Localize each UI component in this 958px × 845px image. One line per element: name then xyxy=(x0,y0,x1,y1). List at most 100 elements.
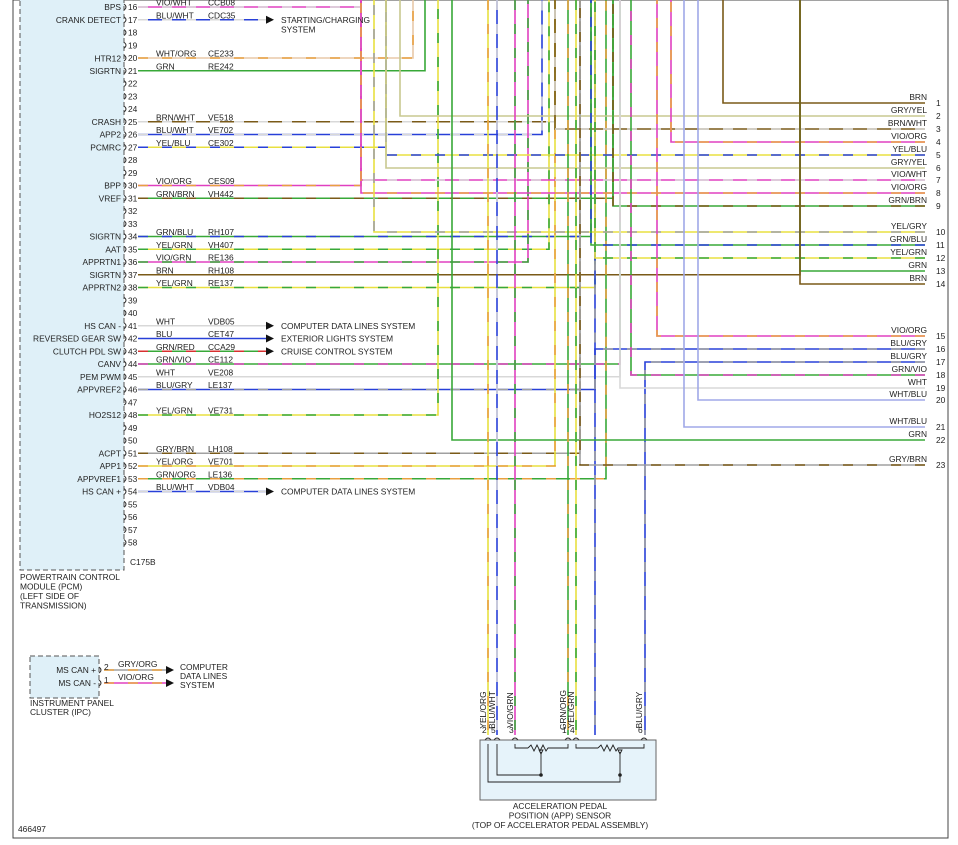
wire-color-label: BLU/WHT xyxy=(156,482,194,492)
wire-right-5 xyxy=(385,0,925,156)
app-pin-stub xyxy=(493,737,501,741)
app-wiper-2-arrow xyxy=(617,749,623,756)
pcm-pin-stub xyxy=(123,475,127,483)
pcm-pin-label: APPVREF2 xyxy=(77,385,121,395)
pcm-pin-number: 46 xyxy=(128,385,138,395)
wire-right-17 xyxy=(644,361,925,735)
pcm-pin-stub xyxy=(123,233,127,240)
wire-color-label: YEL/ORG xyxy=(156,457,193,467)
right-wire-color-label: VIO/ORG xyxy=(891,131,927,141)
pcm-pin-label: CRANK DETECT xyxy=(56,15,121,25)
wire-right-4 xyxy=(670,0,925,143)
right-pin-number: 2 xyxy=(936,111,941,121)
wire-right-7-stripe xyxy=(360,0,925,181)
wire-right-5-stripe xyxy=(385,0,925,156)
right-wire-color-label: GRN/BLU xyxy=(890,234,927,244)
wire-pcm-36 xyxy=(138,0,529,263)
page-frame xyxy=(12,0,949,839)
pcm-pin-stub xyxy=(123,284,127,291)
pcm-pin-label: PEM PWM xyxy=(80,372,121,382)
wire-pcm-51 xyxy=(138,0,581,455)
pcm-pin-label: CRASH xyxy=(92,117,121,127)
figure-id: 466497 xyxy=(18,824,46,834)
app-wire-color-label: BLU/GRY xyxy=(634,691,644,728)
circuit-id: CCB08 xyxy=(208,0,235,8)
circuit-id: VE208 xyxy=(208,367,233,377)
right-pin-number: 12 xyxy=(936,253,946,263)
wire-pcm-30-stripe xyxy=(138,0,362,187)
app-wire-color-label: YEL/GRN xyxy=(566,692,576,729)
right-wire-color-label: BRN/WHT xyxy=(888,118,927,128)
ipc-box xyxy=(29,655,100,699)
pcm-pin-number: 55 xyxy=(128,499,138,509)
pcm-pin-label: PCMRC xyxy=(90,142,121,152)
pcm-pin-number: 47 xyxy=(128,397,138,407)
arrow-43 xyxy=(266,347,274,356)
wire-right-22 xyxy=(451,0,925,441)
right-pin-number: 17 xyxy=(936,357,946,367)
pcm-pin-label: BPP xyxy=(104,181,121,191)
pcm-pin-label: APP2 xyxy=(100,130,122,140)
wire-right-17-stripe xyxy=(644,361,925,735)
ipc-pin-stub xyxy=(98,666,102,674)
circuit-id: RH108 xyxy=(208,265,234,275)
pcm-pin-label: HTR12 xyxy=(94,53,121,63)
wire-color-label: VIO/WHT xyxy=(156,0,192,8)
pcm-pin-stub xyxy=(123,54,127,62)
right-wire-color-label: WHT/BLU xyxy=(889,389,927,399)
right-pin-number: 13 xyxy=(936,266,946,276)
app-junction-dot xyxy=(539,773,543,777)
pcm-pin-stub xyxy=(123,513,127,521)
arrow-42 xyxy=(266,334,274,343)
app-wire-color-label: GRN/ORG xyxy=(558,690,568,730)
pcm-pin-label: HS CAN + xyxy=(82,487,121,497)
right-pin-number: 16 xyxy=(936,344,946,354)
pcm-pin-number: 48 xyxy=(128,410,138,420)
pcm-pin-stub xyxy=(123,258,127,266)
app-pin-stub xyxy=(572,737,580,741)
right-pin-number: 18 xyxy=(936,370,946,380)
wire-right-14 xyxy=(799,0,925,285)
wire-color-label: YEL/GRN xyxy=(156,406,193,416)
circuit-id: VH442 xyxy=(208,189,234,199)
wire-pcm-30 xyxy=(138,0,362,187)
pcm-pin-number: 27 xyxy=(128,142,138,152)
pcm-pin-stub xyxy=(123,500,127,508)
pcm-pin-label: APP1 xyxy=(100,461,122,471)
wire-color-label: BLU/WHT xyxy=(156,125,194,135)
wire-pcm-52-stripe xyxy=(138,0,556,467)
pcm-pin-label: APPRTN1 xyxy=(83,257,122,267)
wire-right-8-stripe xyxy=(360,0,925,194)
wire-pcm-26 xyxy=(138,0,543,136)
ipc-pin-stub xyxy=(98,679,102,687)
pcm-pin-label: BPS xyxy=(104,2,121,12)
circuit-id: LH108 xyxy=(208,444,233,454)
pcm-pin-stub xyxy=(123,488,127,495)
pcm-pin-stub xyxy=(123,373,127,381)
right-pin-number: 3 xyxy=(936,124,941,134)
pcm-pin-stub xyxy=(123,92,127,100)
wire-right-11 xyxy=(590,0,925,246)
app-internal-line xyxy=(514,744,528,749)
pcm-pin-number: 58 xyxy=(128,538,138,548)
pcm-pin-stub xyxy=(123,3,127,11)
ipc-pin-label: MS CAN + xyxy=(56,665,96,675)
app-wiper-1-arrow xyxy=(538,749,544,756)
app-sensor-box xyxy=(479,739,657,801)
ipc-wire-color-label: VIO/ORG xyxy=(118,672,154,682)
wire-pcm-48-stripe xyxy=(138,0,439,416)
circuit-id: VH407 xyxy=(208,240,234,250)
ipc-pin-number: 2 xyxy=(104,662,109,672)
pcm-pin-stub xyxy=(123,360,127,368)
wire-color-label: GRN/ORG xyxy=(156,469,196,479)
right-wire-color-label: GRY/BRN xyxy=(889,454,927,464)
pcm-title: POWERTRAIN CONTROL xyxy=(20,572,120,582)
pcm-pin-number: 33 xyxy=(128,219,138,229)
pcm-pin-stub xyxy=(123,16,127,24)
pcm-pin-number: 45 xyxy=(128,372,138,382)
wire-color-label: GRN/BLU xyxy=(156,227,193,237)
wire-right-8 xyxy=(360,0,925,194)
app-pin-number: 2 xyxy=(482,725,487,735)
wire-color-label: GRN/RED xyxy=(156,342,195,352)
wire-color-label: BLU/GRY xyxy=(156,380,193,390)
